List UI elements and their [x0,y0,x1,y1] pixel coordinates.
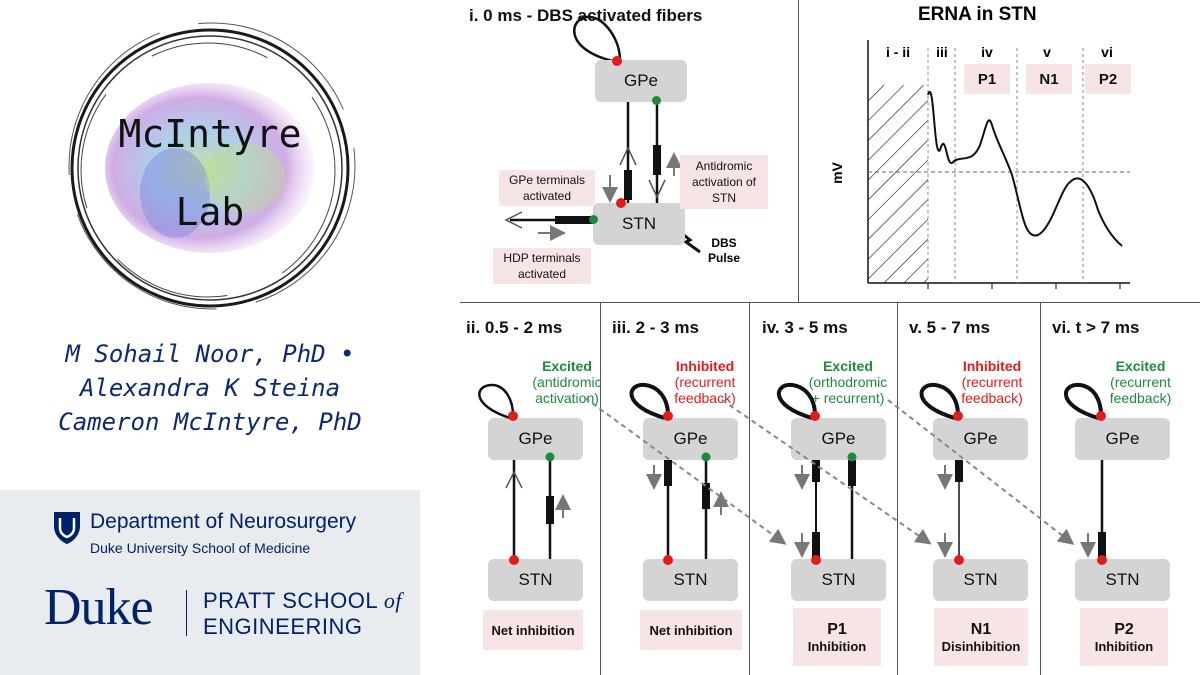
lab-name-line2: Lab [175,190,245,234]
stage-iii-title: iii. 2 - 3 ms [612,318,699,337]
erna-phase-3: iv [981,44,993,60]
stage-iv-stn-node: STN [791,559,886,601]
stage-v-stn-node: STN [933,559,1028,601]
stage-divider-3 [897,302,898,675]
author-3: Cameron McIntyre, PhD [58,408,362,436]
erna-phase-4: v [1043,44,1051,60]
logo-divider [186,590,187,636]
top-vertical-divider [798,0,799,302]
department-name: Department of Neurosurgery [90,510,357,533]
stage-ii-stn-node: STN [488,559,583,601]
stage-iii-result: Net inhibition [640,610,742,650]
duke-shield-icon [54,512,80,544]
stage-ii-result: Net inhibition [483,610,583,650]
stage-divider-4 [1040,302,1041,675]
brain-image [105,83,315,253]
author-1: M Sohail Noor, PhD • [65,340,355,368]
stage-vi-title: vi. t > 7 ms [1052,318,1140,337]
stage-divider-1 [600,302,601,675]
pratt-line1: PRATT SCHOOL of [203,588,403,613]
erna-phase-1: i - ii [885,44,911,60]
horizontal-divider [460,302,1200,303]
stage-ii-gpe-node: GPe [488,418,583,460]
panel-i-red-dot-stn [616,198,626,208]
stage-vi-gpe-node: GPe [1075,418,1170,460]
panel-i-green-dot-stn [589,215,598,224]
left-panel: McIntyre Lab M Sohail Noor, PhD • Alexan… [0,0,420,675]
stage-divider-2 [749,302,750,675]
affiliation-box: Department of Neurosurgery Duke Universi… [0,490,420,675]
hdp-terminals-label: HDP terminals activated [493,248,591,284]
panel-i-title: i. 0 ms - DBS activated fibers [469,6,703,25]
stage-v-gpe-node: GPe [933,418,1028,460]
pratt-line2: ENGINEERING [203,614,363,639]
panel-i-stn-node: STN [593,203,685,245]
erna-title: ERNA in STN [918,4,1037,25]
erna-phase-5: vi [1101,44,1113,60]
erna-phase-2: iii [936,44,948,60]
stage-vi-stn-node: STN [1075,559,1170,601]
erna-peak-n1: N1 [1026,64,1072,94]
panel-i-gpe-node: GPe [595,60,687,102]
panel-i-green-dot [652,96,661,105]
antidromic-label: Antidromic activation of STN [680,155,768,209]
gpe-terminals-label: GPe terminals activated [499,170,595,206]
panel-i-red-dot [612,56,622,66]
erna-peak-p2: P2 [1085,64,1131,94]
lab-logo [68,22,356,310]
erna-peak-p1: P1 [964,64,1010,94]
stage-v-title: v. 5 - 7 ms [909,318,990,337]
erna-plot [867,40,1130,289]
stage-iii-stn-node: STN [643,559,738,601]
author-2: Alexandra K Steina [79,374,341,402]
lab-name-line1: McIntyre [118,112,302,156]
stage-iv-state: Excited(orthodromic+ recurrent) [808,358,888,406]
department-school: Duke University School of Medicine [90,540,311,556]
stage-iv-gpe-node: GPe [791,418,886,460]
duke-wordmark: Duke [44,579,154,636]
stage-iv-title: iv. 3 - 5 ms [762,318,848,337]
stage-ii-title: ii. 0.5 - 2 ms [466,318,563,337]
